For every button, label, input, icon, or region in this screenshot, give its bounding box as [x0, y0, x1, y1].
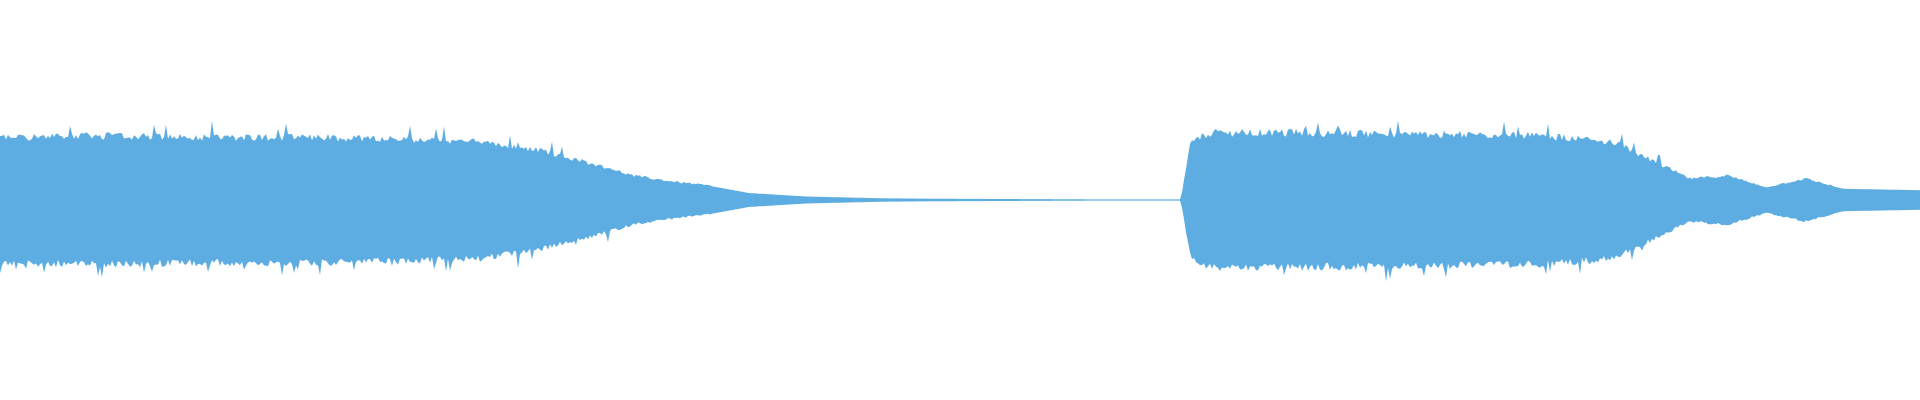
waveform-shape	[0, 120, 1920, 282]
